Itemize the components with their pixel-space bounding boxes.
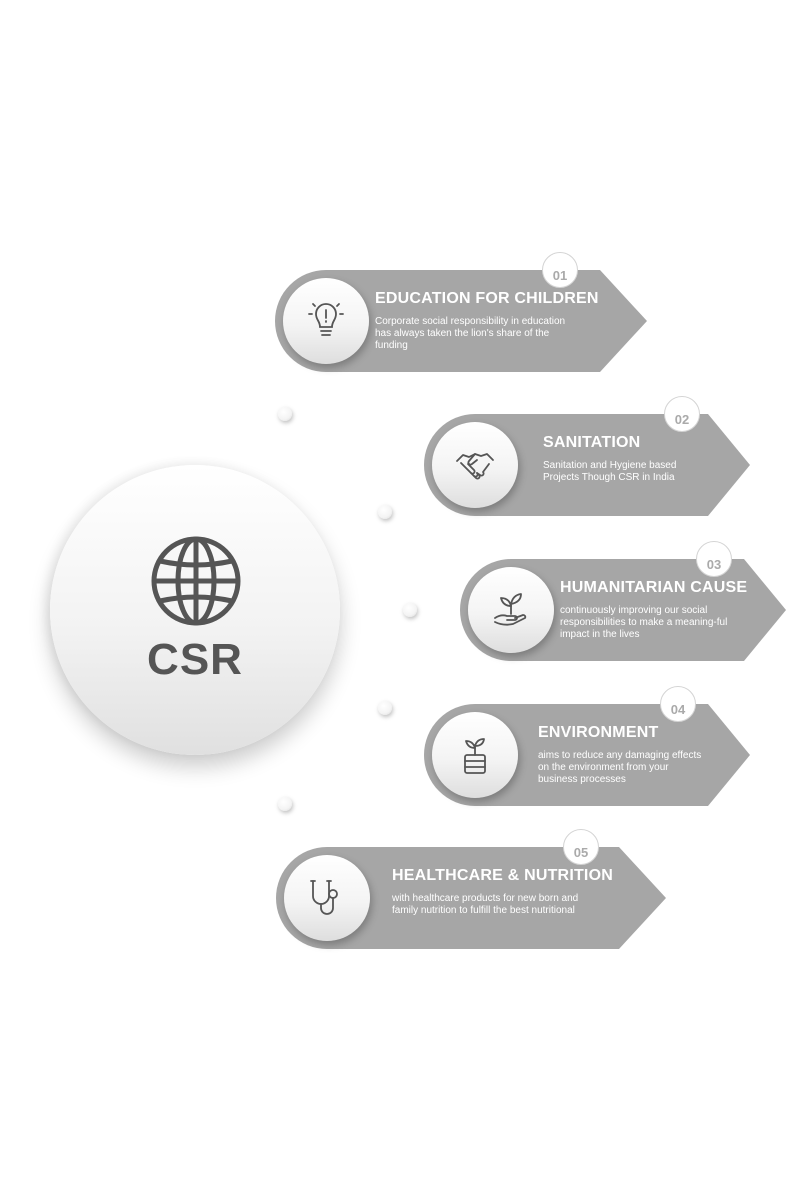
item-description: with healthcare products for new born an… bbox=[392, 893, 579, 916]
connector-dot bbox=[403, 603, 417, 617]
icon-badge bbox=[468, 567, 554, 653]
item-healthcare: 05 HEALTHCARE & NUTRITION with healthcar… bbox=[276, 829, 666, 949]
plant-in-hand-icon bbox=[494, 593, 527, 626]
stethoscope-icon bbox=[310, 880, 338, 915]
connector-dot bbox=[278, 797, 292, 811]
item-number: 03 bbox=[696, 541, 732, 577]
item-title: HEALTHCARE & NUTRITION bbox=[392, 867, 613, 884]
handshake-icon bbox=[456, 453, 494, 480]
item-title: SANITATION bbox=[543, 434, 641, 451]
icon-badge bbox=[284, 855, 370, 941]
connector-dot bbox=[378, 505, 392, 519]
icon-badge bbox=[283, 278, 369, 364]
item-description: Sanitation and Hygiene based Projects Th… bbox=[543, 460, 677, 483]
item-title: HUMANITARIAN CAUSE bbox=[560, 579, 748, 596]
item-title: EDUCATION FOR CHILDREN bbox=[375, 290, 599, 307]
item-number: 01 bbox=[542, 252, 578, 288]
csr-hub: CSR bbox=[50, 465, 340, 755]
item-description: continuously improving our social respon… bbox=[560, 605, 728, 640]
connector-dot bbox=[378, 701, 392, 715]
icon-badge bbox=[432, 712, 518, 798]
item-sanitation: 02 SANITATION Sanitation and Hygiene bas… bbox=[424, 396, 750, 516]
item-number: 05 bbox=[563, 829, 599, 865]
hub-title: CSR bbox=[147, 635, 243, 684]
item-humanitarian: 03 HUMANITARIAN CAUSE continuously impro… bbox=[460, 541, 786, 661]
item-education: 01 EDUCATION FOR CHILDREN Corporate soci… bbox=[275, 252, 647, 372]
item-number: 04 bbox=[660, 686, 696, 722]
item-environment: 04 ENVIRONMENT aims to reduce any damagi… bbox=[424, 686, 750, 806]
item-description: Corporate social responsibility in educa… bbox=[375, 316, 566, 351]
potted-plant-icon bbox=[464, 738, 486, 774]
item-number: 02 bbox=[664, 396, 700, 432]
icon-badge bbox=[432, 422, 518, 508]
item-title: ENVIRONMENT bbox=[538, 724, 659, 741]
item-description: aims to reduce any damaging effects on t… bbox=[538, 750, 702, 785]
globe-icon bbox=[151, 536, 241, 626]
connector-dot bbox=[278, 407, 292, 421]
lightbulb-icon bbox=[308, 303, 344, 336]
